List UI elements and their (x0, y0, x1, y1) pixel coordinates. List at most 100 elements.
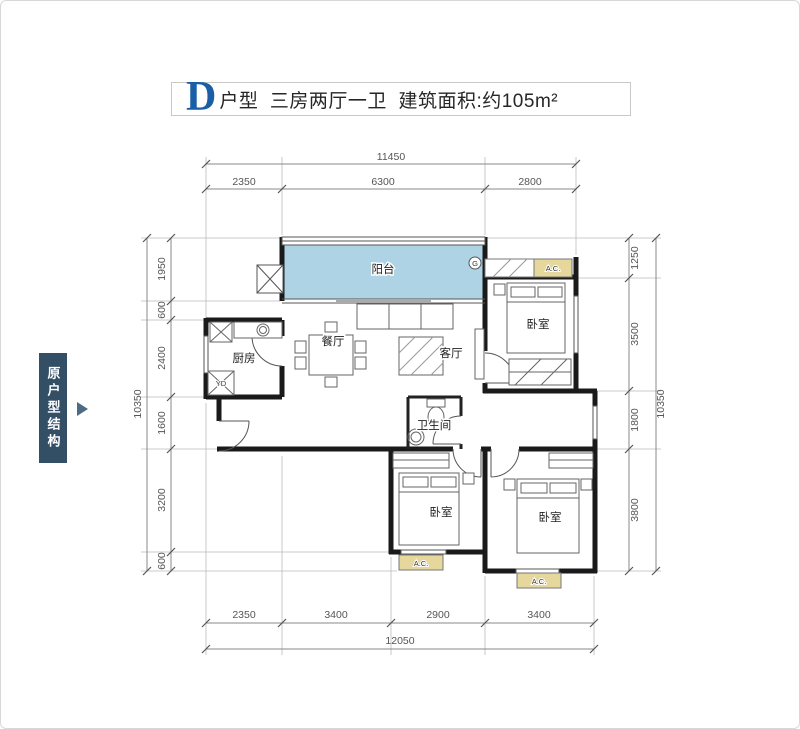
unit-type-letter: D (186, 73, 217, 120)
toilet-tank (426, 398, 446, 408)
furniture (207, 282, 594, 554)
dim-right-total: 10350 (655, 389, 667, 418)
pillow (510, 286, 536, 298)
drain-label: G (472, 259, 478, 268)
unit-type-description: 户型 三房两厅一卫 建筑面积:约105m² (219, 90, 559, 112)
bathroom-fixtures (407, 398, 446, 446)
room-label-dining: 餐厅 (322, 334, 345, 348)
bathroom-sink (407, 428, 425, 446)
balcony-area (284, 241, 483, 299)
pillow (549, 482, 577, 494)
dim-left-seg-4: 3200 (156, 488, 168, 512)
pillow (520, 482, 548, 494)
dim-bottom-seg-3: 3400 (527, 609, 551, 621)
dining-table (308, 334, 354, 376)
room-label-balcony: 阳台 (372, 262, 395, 276)
room-label-bedroom-3: 卧室 (539, 510, 562, 524)
drain-pipe-icon (468, 256, 482, 270)
dim-right-seg-1: 3500 (629, 322, 641, 346)
room-label-bedroom-2: 卧室 (430, 505, 453, 519)
kitchen-sink-inner (259, 326, 267, 334)
toilet-bowl (427, 406, 445, 428)
pillow (402, 476, 429, 488)
dining-chair (294, 340, 307, 354)
dimension-lines (146, 163, 657, 650)
ac-label-3: A.C. (532, 577, 547, 586)
shaft-box (484, 258, 535, 278)
bathroom-window (592, 405, 598, 440)
entry-door (218, 420, 250, 452)
ac-label-1: A.C. (546, 264, 561, 273)
dim-top-total: 11450 (377, 151, 406, 163)
sofa-cushions (388, 304, 422, 329)
room-label-kitchen: 厨房 (233, 352, 256, 365)
dim-labels-right: 10350 1250 3500 1800 3800 (629, 246, 667, 522)
dim-bottom-total: 12050 (385, 635, 414, 647)
dim-top-seg-0: 2350 (232, 176, 256, 188)
side-tab-label: 原户型结构 (39, 353, 67, 463)
bedroom3-door (490, 448, 520, 478)
dim-right-seg-2: 1800 (629, 408, 641, 432)
ac-label-2: A.C. (414, 559, 429, 568)
wardrobe-hatch (509, 358, 571, 386)
dim-left-seg-0: 1950 (156, 257, 168, 281)
room-fills (284, 241, 483, 299)
kitchen-door (251, 335, 283, 367)
pillow (537, 286, 563, 298)
sofa (356, 303, 454, 330)
interior-walls (406, 395, 463, 449)
bedroom2-window (400, 549, 447, 555)
dim-left-seg-2: 2400 (156, 346, 168, 370)
rug-hatch (398, 336, 444, 376)
living-set (356, 303, 485, 380)
title-bar: D 户型 三房两厅一卫 建筑面积:约105m² (171, 73, 631, 120)
dim-left-seg-5: 600 (156, 552, 168, 570)
dining-chair (324, 321, 338, 333)
balcony-sliding-door (282, 298, 485, 304)
room-label-bedroom-1: 卧室 (527, 317, 550, 331)
yd-label: YD (216, 379, 227, 388)
pointer-triangle-icon (77, 402, 88, 416)
doors (218, 335, 520, 478)
dim-left-total: 10350 (132, 389, 144, 418)
dining-set (294, 321, 367, 388)
dim-top-seg-1: 6300 (371, 176, 395, 188)
nightstand (580, 478, 593, 491)
kitchen-window (203, 335, 209, 374)
dining-chair (294, 356, 307, 370)
nightstand (462, 472, 475, 485)
bedroom2-door (452, 448, 482, 478)
room-labels: 阳台 厨房 餐厅 客厅 卧室 卫生间 卧室 卧室 A.C. A.C. A.C. … (215, 258, 563, 587)
tv-cabinet (474, 328, 485, 380)
nightstand (503, 478, 516, 491)
bathroom-sink-inner (410, 431, 422, 443)
ac-platform-3 (516, 572, 562, 589)
ac-platforms (256, 256, 573, 589)
nightstand (493, 283, 506, 296)
ac-platform-1 (533, 258, 573, 278)
bedroom3-window (515, 568, 560, 574)
bedroom1-window (573, 295, 579, 354)
windows (203, 236, 598, 574)
dim-left-seg-1: 600 (156, 301, 168, 319)
room-label-bathroom: 卫生间 (417, 418, 452, 432)
dining-chair (354, 356, 367, 370)
ac-platform-2 (398, 554, 444, 571)
shaft-hatch (492, 258, 528, 278)
dim-right-seg-3: 3800 (629, 498, 641, 522)
dim-bottom-seg-1: 3400 (324, 609, 348, 621)
rug (398, 336, 444, 376)
fridge-cross (209, 321, 233, 343)
kitchen-counter (233, 321, 283, 339)
dim-labels-left: 10350 1950 600 2400 1600 3200 600 (132, 257, 168, 570)
dining-chair (354, 340, 367, 354)
flue-cross (256, 264, 284, 294)
dining-chair (324, 376, 338, 388)
dim-bottom-seg-2: 2900 (426, 609, 450, 621)
bedroom1-furniture (493, 282, 572, 386)
pillow (430, 476, 457, 488)
dim-labels-bottom: 2350 3400 2900 3400 12050 (232, 609, 551, 647)
dimension-ticks (142, 159, 661, 654)
dim-top-seg-2: 2800 (518, 176, 542, 188)
